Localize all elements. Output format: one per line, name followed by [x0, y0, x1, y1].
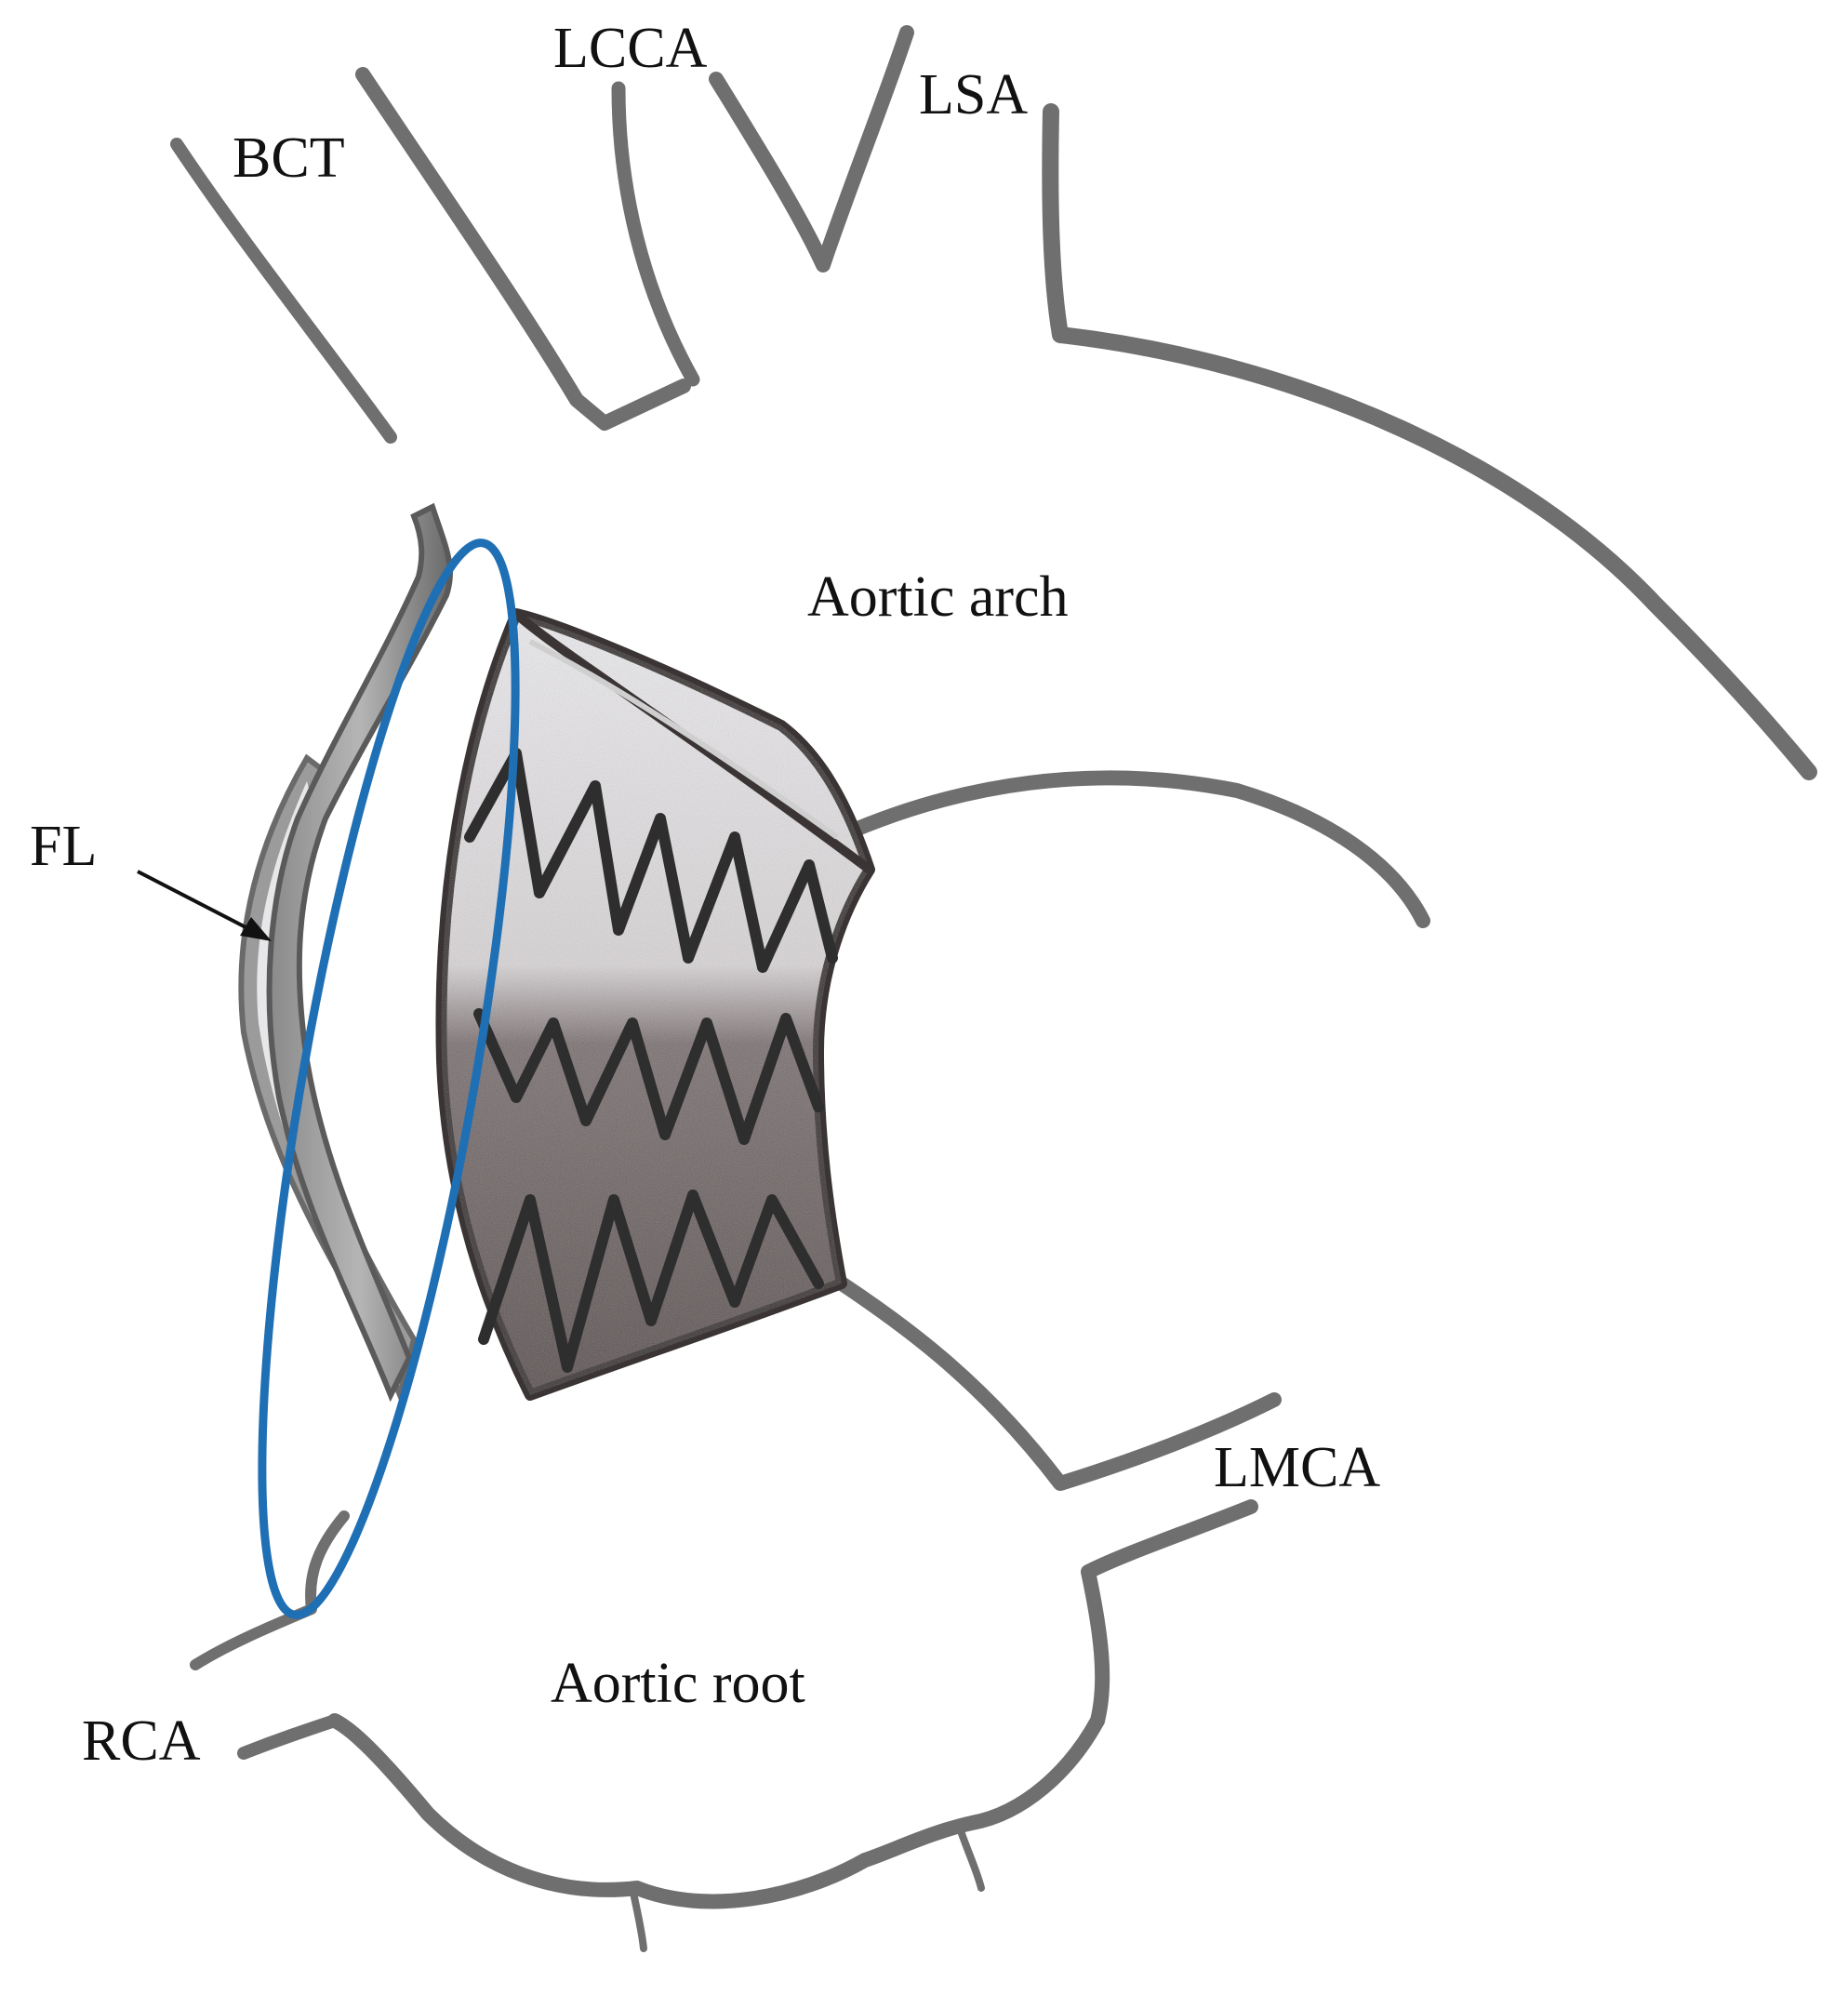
- inner-wall-to-lmca: [834, 1276, 1282, 1491]
- aortic-vessel-walls: [170, 25, 1817, 1952]
- stent-wire-row-2: [473, 1008, 824, 1145]
- rca-lower-wall: [237, 1714, 341, 1760]
- label-lsa: LSA: [919, 63, 1028, 126]
- lcca-left-wall: [611, 81, 700, 387]
- label-rca: RCA: [82, 1709, 201, 1773]
- stent-wire-row-3: [478, 1190, 824, 1373]
- stent-graft: [435, 608, 875, 1401]
- stent-fabric-grain: [441, 614, 870, 1395]
- label-aortic-arch: Aortic arch: [807, 565, 1069, 629]
- stent-wires: [464, 748, 838, 1373]
- arrowhead-icon: [240, 917, 272, 941]
- dissection-flap: [266, 502, 454, 1403]
- aortic-root-cusps: [327, 1713, 1105, 1909]
- cusp-spike-right: [954, 1819, 985, 1892]
- fl-pointer-arrow: [137, 870, 272, 941]
- lsa-outer-arch-wall: [1042, 103, 1817, 780]
- label-bct: BCT: [233, 126, 345, 190]
- bct-outer-wall: [170, 138, 397, 444]
- diagram-labels: LCCA LSA BCT Aortic arch FL LMCA Aortic …: [30, 17, 1380, 1773]
- highlight-ellipse: [258, 539, 520, 1619]
- label-lmca: LMCA: [1214, 1436, 1380, 1499]
- bct-inner-wall: [355, 67, 691, 431]
- label-aortic-root: Aortic root: [551, 1652, 805, 1715]
- arch-inner-curve: [820, 770, 1430, 928]
- stent-rim-inner: [528, 639, 839, 840]
- label-lcca: LCCA: [553, 17, 708, 80]
- label-fl: FL: [30, 815, 97, 878]
- lcca-lsa-notch: [709, 25, 914, 273]
- lmca-lower-wall: [1081, 1499, 1258, 1728]
- cusp-spike-left: [629, 1884, 647, 1952]
- false-lumen: [238, 502, 454, 1404]
- stent-wire-row-1: [464, 748, 838, 973]
